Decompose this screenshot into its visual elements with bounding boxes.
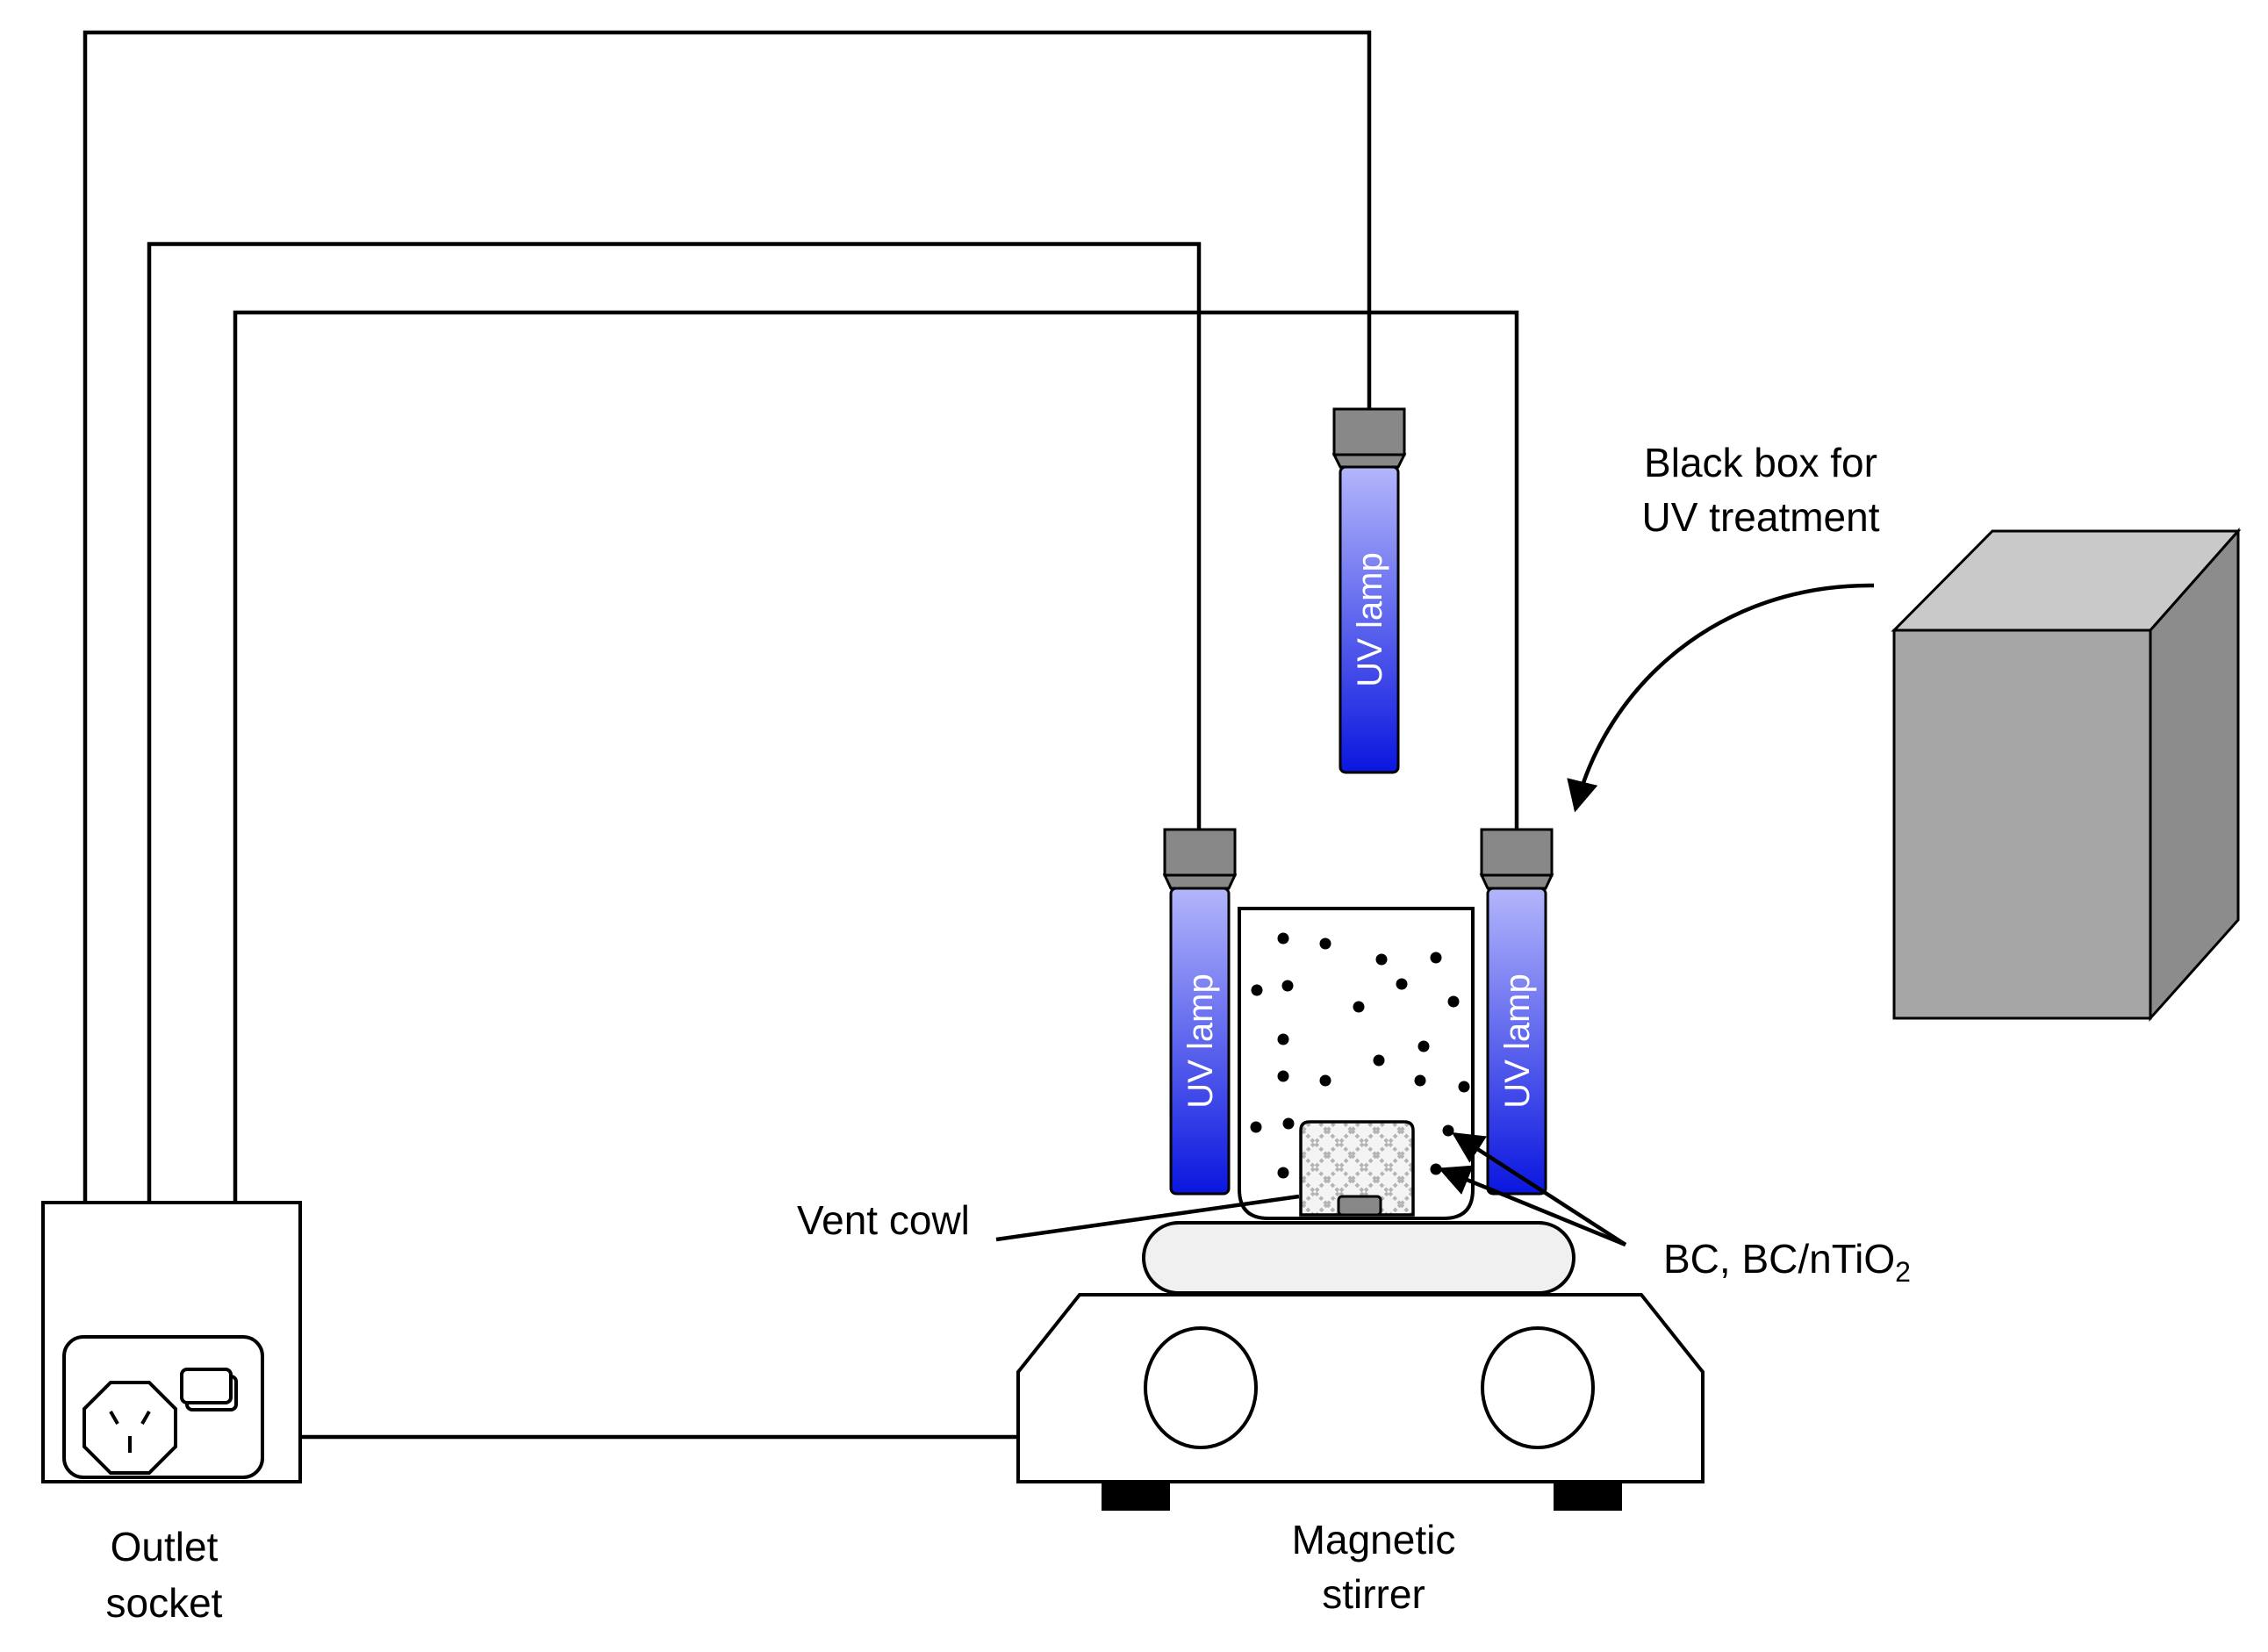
particle <box>1277 1167 1289 1179</box>
box-arrow <box>1567 583 1875 813</box>
particle <box>1251 984 1263 996</box>
vent-cowl-label: Vent cowl <box>797 1197 970 1243</box>
lamp-label: UV lamp <box>1351 552 1389 686</box>
stir-bar <box>1337 1195 1382 1217</box>
lamp-tube <box>1339 465 1400 774</box>
lamp-tube <box>1486 887 1547 1196</box>
lamp-cap <box>1163 828 1237 877</box>
outlet-socket <box>41 1201 302 1483</box>
particle <box>1353 1001 1365 1013</box>
uv-lamp-top: UV lamp <box>1331 407 1407 774</box>
vent-cowl <box>1299 1120 1415 1217</box>
bc-label-subscript: 2 <box>1895 1256 1911 1288</box>
stirrer-body <box>1016 1293 1705 1483</box>
lamp-neck <box>1331 453 1407 469</box>
magnetic-stirrer <box>1016 1221 1705 1511</box>
lamp-neck <box>1162 873 1238 890</box>
uv-lamp-right: UV lamp <box>1479 828 1554 1196</box>
particle <box>1282 1117 1295 1130</box>
bc-label: BC, BC/nTiO2 <box>1663 1236 1911 1288</box>
stirrer-foot-right <box>1554 1482 1622 1511</box>
stirrer-knob-left <box>1144 1326 1258 1449</box>
stirrer-knob-right <box>1481 1326 1595 1449</box>
stirrer-label-line2: stirrer <box>1322 1571 1425 1617</box>
cord-left-lamp <box>147 241 1202 1203</box>
particle <box>1281 980 1294 992</box>
lamp-neck <box>1479 873 1554 890</box>
uv-lamp-left: UV lamp <box>1162 828 1238 1196</box>
cord-top-lamp <box>83 30 1372 1203</box>
particle <box>1277 932 1289 945</box>
particle <box>1319 937 1331 950</box>
particle <box>1442 1124 1454 1137</box>
black-box-front <box>1892 628 2152 1020</box>
socket-pin-right <box>140 1411 151 1425</box>
lamp-tube <box>1169 887 1231 1196</box>
stirrer-label-line1: Magnetic <box>1292 1517 1456 1562</box>
outlet-label-line1: Outlet <box>111 1524 219 1569</box>
particle <box>1414 1074 1426 1087</box>
lamp-cap <box>1480 828 1554 877</box>
bc-leader-lower <box>1438 1165 1626 1247</box>
particle <box>1396 978 1408 990</box>
cord-right-lamp <box>233 310 1519 1203</box>
vent-cowl-leader <box>995 1194 1300 1242</box>
particle <box>1430 1163 1442 1175</box>
switch-icon <box>180 1368 233 1404</box>
particle <box>1250 1121 1262 1133</box>
particle <box>1447 995 1460 1008</box>
outlet-label-line2: socket <box>106 1580 223 1626</box>
bc-leader-upper <box>1451 1132 1627 1246</box>
particle <box>1277 1070 1289 1082</box>
black-box-label-line1: Black box for <box>1644 440 1877 485</box>
lamp-label: UV lamp <box>1181 973 1220 1108</box>
particle <box>1430 952 1442 964</box>
particle <box>1458 1081 1470 1093</box>
particle <box>1418 1040 1430 1052</box>
black-box-label-line2: UV treatment <box>1642 494 1880 540</box>
lamp-label: UV lamp <box>1498 973 1537 1108</box>
plug-socket-icon <box>83 1381 177 1475</box>
particle <box>1373 1054 1385 1067</box>
power-cords <box>83 30 1519 1440</box>
socket-pin-left <box>109 1411 119 1425</box>
lamp-cap <box>1332 407 1406 456</box>
black-box <box>1891 528 2242 1022</box>
particle <box>1375 953 1388 966</box>
particle <box>1319 1074 1331 1087</box>
stirrer-platform <box>1142 1221 1575 1295</box>
bc-label-main: BC, BC/nTiO <box>1663 1236 1895 1282</box>
beaker <box>1238 907 1475 1220</box>
particle <box>1277 1033 1289 1045</box>
stirrer-foot-left <box>1102 1482 1170 1511</box>
particles <box>1250 932 1470 1179</box>
